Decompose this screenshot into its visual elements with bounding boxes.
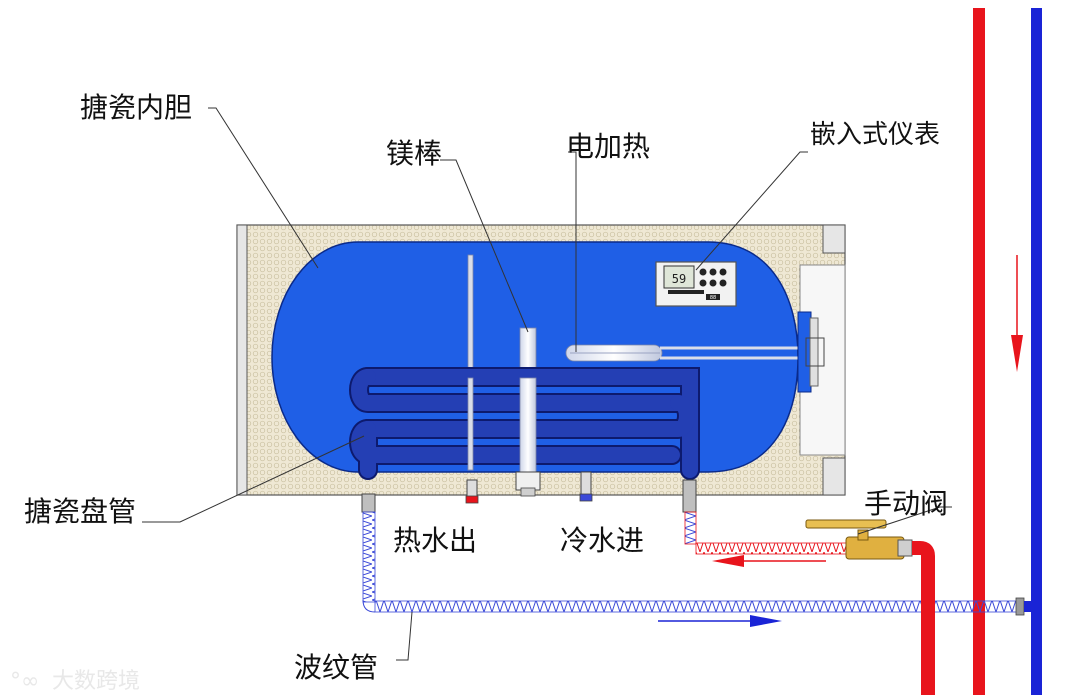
main-cold-pipe bbox=[1031, 8, 1042, 695]
watermark-logo: °∞ bbox=[10, 669, 39, 694]
embedded-meter-panel: 59 88 bbox=[655, 261, 737, 307]
leader-lines bbox=[142, 107, 952, 661]
flow-arrow-left bbox=[712, 555, 826, 567]
enamel-coil-pipe bbox=[349, 367, 700, 480]
probe-rod-front bbox=[467, 377, 474, 471]
label-manual-valve: 手动阀 bbox=[864, 487, 948, 520]
main-hot-pipe bbox=[973, 8, 985, 695]
heater-flange bbox=[797, 311, 825, 393]
manual-valve bbox=[805, 519, 913, 560]
watermark: °∞ 大数跨境 bbox=[10, 669, 140, 694]
flow-arrow-down bbox=[1011, 255, 1023, 372]
watermark-text: 大数跨境 bbox=[52, 669, 140, 694]
hot-corrugated-pipe bbox=[684, 511, 847, 555]
bottom-fittings bbox=[361, 471, 697, 513]
label-embedded-meter: 嵌入式仪表 bbox=[810, 120, 940, 150]
label-cold-water-in: 冷水进 bbox=[560, 524, 644, 557]
valve-outlet-pipe bbox=[912, 541, 935, 695]
label-enamel-tank: 搪瓷内胆 bbox=[80, 91, 192, 124]
electric-heating-element bbox=[565, 344, 800, 362]
meter-sub-text: 88 bbox=[710, 295, 716, 301]
corrugated-pipe bbox=[362, 511, 1034, 616]
label-corrugated-pipe: 波纹管 bbox=[294, 651, 378, 684]
label-electric-heater: 电加热 bbox=[566, 130, 650, 163]
label-hot-water-out: 热水出 bbox=[393, 524, 477, 557]
meter-display-text: 59 bbox=[672, 272, 686, 286]
label-magnesium-rod: 镁棒 bbox=[386, 137, 442, 170]
label-enamel-coil: 搪瓷盘管 bbox=[24, 495, 136, 528]
flow-arrow-right bbox=[658, 615, 782, 627]
magnesium-rod-front bbox=[519, 377, 537, 475]
